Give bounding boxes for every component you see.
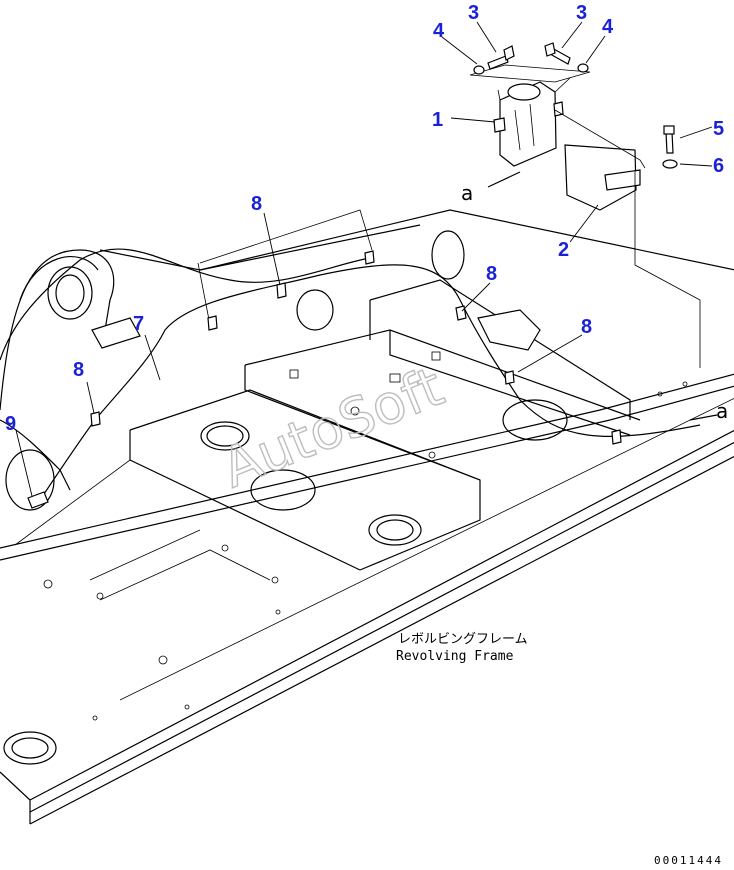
leader-lines	[15, 21, 713, 497]
ref-mark-a-top: a	[461, 181, 473, 205]
callout-8-right: 8	[581, 316, 592, 338]
frame-label-jp: レボルビングフレーム	[398, 632, 528, 647]
callout-7: 7	[133, 313, 144, 335]
callout-1: 1	[432, 109, 443, 131]
callout-8-top: 8	[251, 193, 262, 215]
callout-2: 2	[558, 239, 569, 261]
reservoir-assembly	[469, 42, 718, 421]
callout-6: 6	[713, 155, 724, 177]
watermark: AutoSoft	[213, 355, 452, 500]
callout-3-left: 3	[468, 2, 479, 24]
ref-mark-a-right: a	[716, 399, 728, 423]
callout-8-mid: 8	[486, 263, 497, 285]
callout-4-right: 4	[602, 16, 614, 38]
revolving-frame	[0, 209, 734, 825]
wiring-harness	[0, 248, 701, 509]
frame-label-en: Revolving Frame	[396, 649, 514, 664]
callout-8-left: 8	[73, 359, 84, 381]
doc-number: 00011444	[654, 854, 723, 867]
callout-9: 9	[5, 413, 16, 435]
callout-5: 5	[713, 118, 724, 140]
callout-4-left: 4	[433, 20, 445, 42]
callout-3-right: 3	[576, 2, 587, 24]
